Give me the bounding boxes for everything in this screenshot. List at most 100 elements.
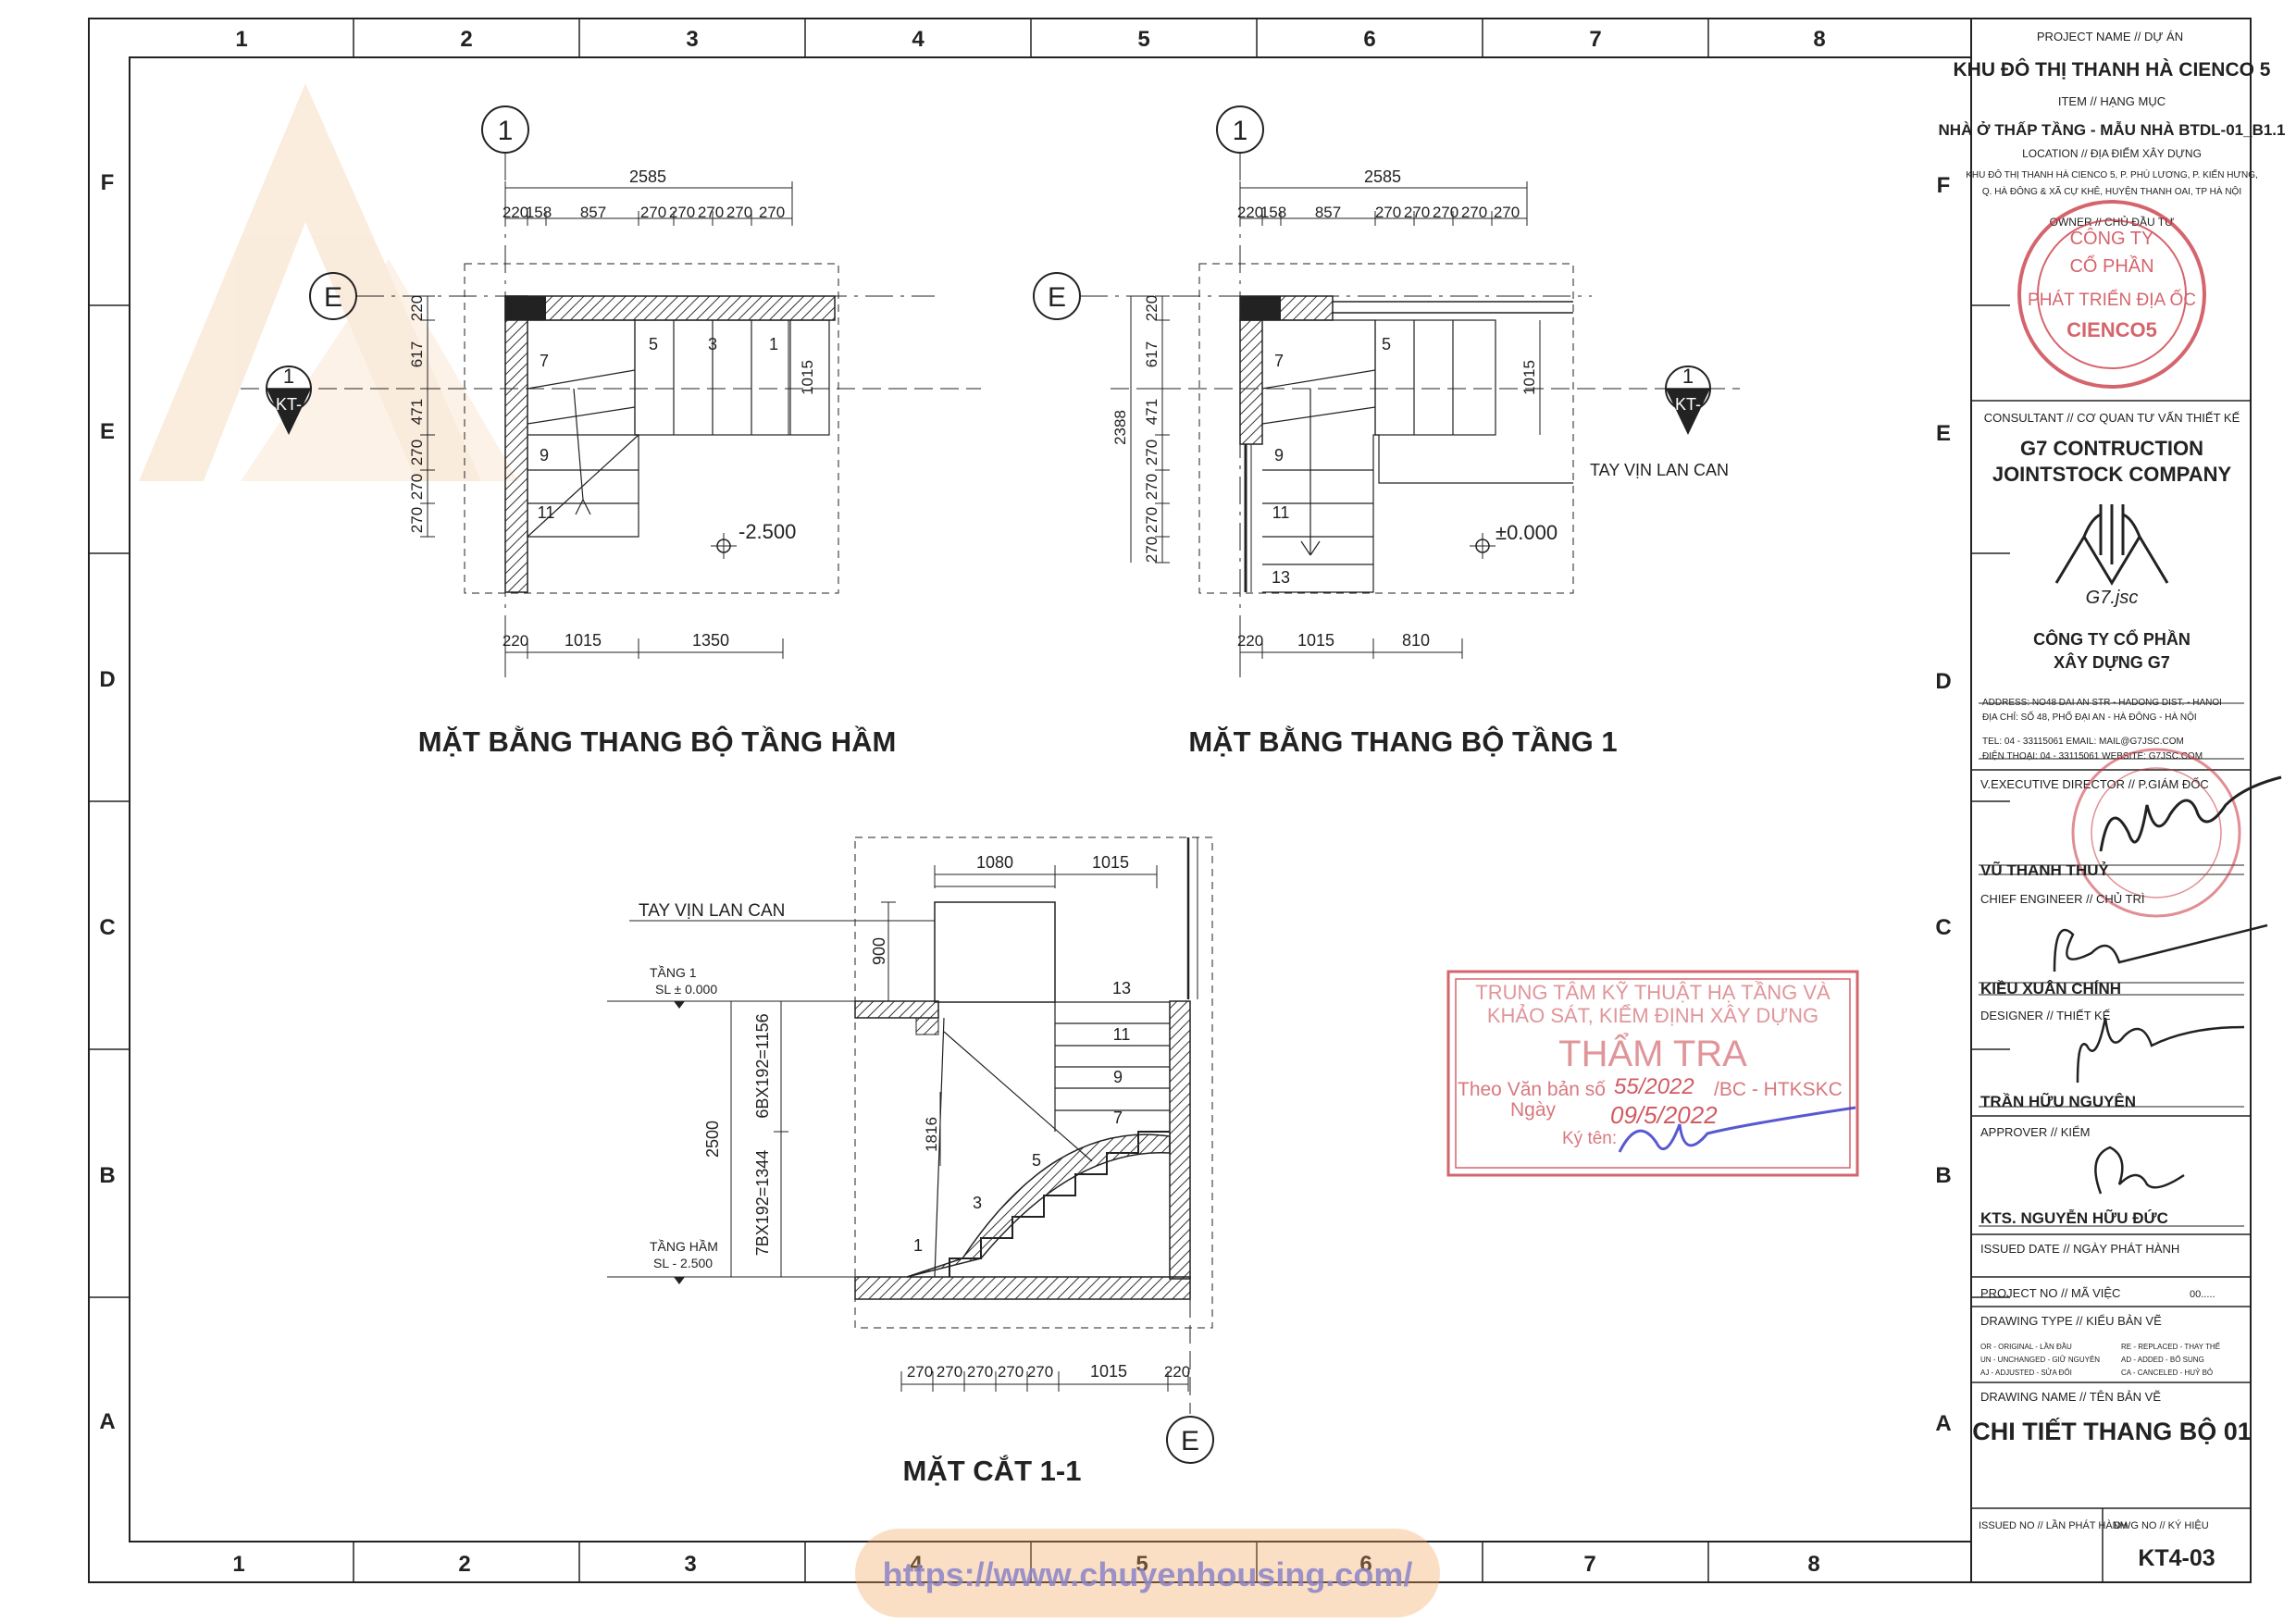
grid-row-label: E (1936, 421, 1951, 446)
level-label: ±0.000 (1496, 521, 1558, 544)
dim-bottom: 810 (1402, 631, 1430, 650)
chief-signature (2053, 923, 2268, 973)
company-vn1: CÔNG TY CỔ PHẦN (2033, 629, 2191, 649)
step-label: 5 (1382, 335, 1391, 353)
review-date: 09/5/2022 (1610, 1101, 1718, 1129)
step-label: 13 (1272, 568, 1290, 587)
dim-top: 270 (1494, 204, 1520, 221)
address-line: TEL: 04 - 33115061 EMAIL: MAIL@G7JSC.COM (1982, 737, 2184, 747)
dim-right: 1015 (1520, 360, 1538, 395)
grid-col-dividers (353, 19, 1709, 1582)
review-date-label: Ngày (1510, 1099, 1557, 1121)
dim-bottom: 220 (1164, 1363, 1190, 1381)
dim-left: 270 (408, 474, 426, 500)
dim-top-total: 2585 (629, 167, 666, 186)
title-block: PROJECT NAME // DỰ ÁN KHU ĐÔ THỊ THANH H… (1939, 30, 2286, 1582)
dim-upper-flight: 6BX192=1156 (753, 1013, 772, 1118)
approver-label: APPROVER // KIỂM (1980, 1125, 2090, 1139)
grid-row-dividers (89, 304, 2010, 1298)
step-label: 11 (1113, 1025, 1131, 1044)
grid-col-label: 2 (458, 1552, 470, 1577)
dim-top: 220 (1237, 204, 1263, 221)
basement-level: SL - 2.500 (653, 1256, 713, 1270)
item-name: NHÀ Ở THẤP TẦNG - MẪU NHÀ BTDL-01_B1.1 (1939, 121, 2286, 139)
step-label: 13 (1112, 979, 1131, 997)
address-line: ĐIỆN THOẠI: 04 - 33115061 WEBSITE: G7JSC… (1982, 750, 2203, 762)
grid-row-label: B (1935, 1163, 1951, 1188)
grid-row-label: C (99, 915, 115, 940)
review-title: THẨM TRA (1558, 1031, 1747, 1074)
dim-top: 270 (1404, 204, 1430, 221)
drawing-name: CHI TIẾT THANG BỘ 01 (1972, 1417, 2252, 1445)
owner-stamp-text: PHÁT TRIỂN ĐỊA ỐC (2028, 290, 2196, 310)
dim-bottom: 220 (503, 632, 528, 650)
drawing-type-item: UN - UNCHANGED - GIỮ NGUYÊN (1980, 1356, 2100, 1364)
background-logo-watermark (139, 83, 518, 481)
dim-bottom: 1015 (1090, 1362, 1127, 1381)
dim-top: 158 (1260, 204, 1286, 221)
dim-left: 270 (408, 507, 426, 533)
floor1-level: SL ± 0.000 (655, 982, 717, 997)
grid-row-label: F (101, 170, 115, 195)
chief-label: CHIEF ENGINEER // CHỦ TRÌ (1980, 892, 2144, 906)
grid-col-label: 7 (1583, 1552, 1595, 1577)
dim-rail-height: 900 (870, 937, 888, 965)
project-no-label: PROJECT NO // MÃ VIỆC (1980, 1286, 2120, 1300)
step-label: 9 (1113, 1068, 1123, 1086)
consultant-name1: G7 CONTRUCTION (2020, 437, 2203, 460)
designer-name: TRẦN HỮU NGUYÊN (1980, 1092, 2136, 1110)
dim-top: 857 (1315, 204, 1341, 221)
issued-date-label: ISSUED DATE // NGÀY PHÁT HÀNH (1980, 1242, 2179, 1256)
dim-lower-flight: 7BX192=1344 (753, 1150, 772, 1257)
step-label: 7 (1113, 1109, 1123, 1127)
dim-bottom: 270 (967, 1363, 993, 1381)
grid-col-labels-top: 1 2 3 4 5 6 7 8 (235, 27, 1825, 52)
step-label: 5 (1032, 1151, 1041, 1170)
review-line2: KHẢO SÁT, KIỂM ĐỊNH XÂY DỰNG (1487, 1004, 1818, 1027)
plan-basement-title: MẶT BẰNG THANG BỘ TẦNG HẦM (418, 725, 897, 758)
step-label: 9 (540, 446, 549, 465)
step-label: 11 (538, 503, 555, 522)
grid-col-labels-bottom: 1 2 3 4 5 6 7 8 (232, 1552, 1819, 1577)
address-line: ADDRESS: NO48 DAI AN STR - HADONG DIST. … (1982, 698, 2222, 708)
dim-top: 220 (503, 204, 528, 221)
dim-left-total: 2388 (1111, 410, 1129, 445)
dim-top: 270 (1375, 204, 1401, 221)
dim-top: 270 (1461, 204, 1487, 221)
handrail-label: TAY VỊN LAN CAN (1590, 461, 1729, 479)
dim-total-height: 2500 (703, 1121, 722, 1158)
grid-col-label: 3 (684, 1552, 696, 1577)
g7-logo-icon (2054, 504, 2169, 586)
grid-row-label: B (99, 1163, 115, 1188)
location-line1: KHU ĐÔ THỊ THANH HÀ CIENCO 5, P. PHÚ LƯƠ… (1966, 168, 2258, 180)
issued-no-label: ISSUED NO // LẦN PHÁT HÀNH (1979, 1519, 2128, 1531)
dim-bottom: 270 (907, 1363, 933, 1381)
dim-left: 617 (408, 341, 426, 367)
section-mark-num: 1 (1682, 365, 1694, 388)
floor1-label: TẦNG 1 (650, 965, 697, 980)
url-watermark: https://www.chuyenhousing.com/ (855, 1529, 1440, 1617)
dim-bottom: 270 (1027, 1363, 1053, 1381)
plan-ground: 1 E 1 KT- (1033, 105, 1740, 677)
dim-left: 617 (1143, 341, 1160, 367)
dim-bottom: 270 (998, 1363, 1024, 1381)
dim-left: 471 (1143, 399, 1160, 425)
owner-label: OWNER // CHỦ ĐẦU TƯ (2050, 215, 2175, 229)
grid-col-label: 1 (235, 27, 247, 52)
grid-row-labels-right: F E D C B A (1935, 173, 1951, 1436)
director-signature (2099, 775, 2282, 852)
dim-bottom: 1350 (692, 631, 729, 650)
dim-bottom: 270 (937, 1363, 962, 1381)
dim-left: 220 (408, 295, 426, 321)
review-sign-label: Ký tên: (1562, 1129, 1617, 1148)
dim-left: 270 (1143, 537, 1160, 563)
location-line2: Q. HÀ ĐÔNG & XÃ CỰ KHÊ, HUYỆN THANH OAI,… (1982, 185, 2241, 197)
dwg-no-label: DWG NO // KÝ HIỆU (2114, 1519, 2209, 1531)
grid-row-label: E (100, 419, 115, 444)
consultant-label: CONSULTANT // CƠ QUAN TƯ VẤN THIẾT KẾ (1984, 411, 2240, 425)
dim-top: 270 (1433, 204, 1458, 221)
axis-e-label: E (1181, 1426, 1199, 1456)
owner-stamp: CÔNG TY CỔ PHẦN PHÁT TRIỂN ĐỊA ỐC CIENCO… (2017, 200, 2206, 389)
dim-top: 158 (526, 204, 552, 221)
grid-col-label: 2 (460, 27, 472, 52)
